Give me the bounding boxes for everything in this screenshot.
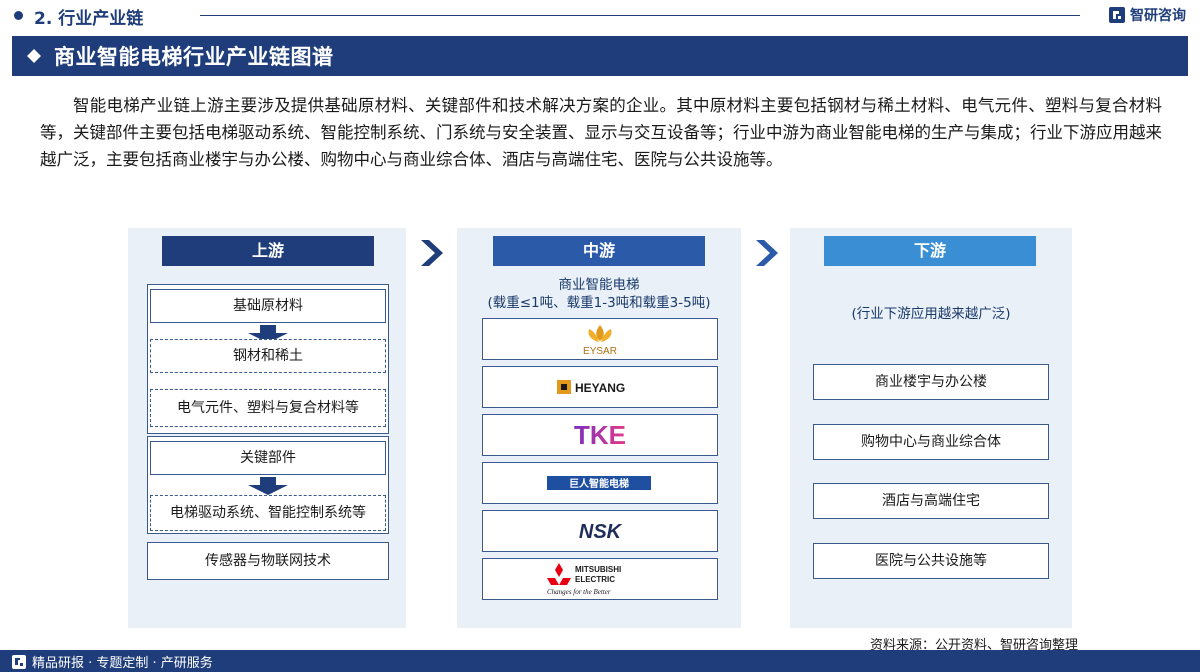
logo-heyang: HEYANG <box>482 366 718 408</box>
raw-material-item: 钢材和稀土 <box>150 339 386 373</box>
brand-mark-icon <box>12 654 26 669</box>
raw-materials-group: 基础原材料 钢材和稀土 电气元件、塑料与复合材料等 <box>147 284 389 434</box>
title-banner: 商业智能电梯行业产业链图谱 <box>12 36 1188 76</box>
svg-text:MITSUBISHI: MITSUBISHI <box>575 565 621 574</box>
svg-text:巨人智能电梯: 巨人智能电梯 <box>569 477 629 490</box>
section-divider <box>200 15 1080 16</box>
page-title: 商业智能电梯行业产业链图谱 <box>54 45 334 69</box>
logo-eysar: EYSAR <box>482 318 718 360</box>
midstream-header: 中游 <box>493 236 705 266</box>
logo-giant: 巨人智能电梯 <box>482 462 718 504</box>
flow-arrow-icon <box>415 238 445 268</box>
logo-nsk: NSK <box>482 510 718 552</box>
brand: 智研咨询 <box>1108 5 1186 25</box>
eysar-logo-icon: EYSAR <box>583 325 617 357</box>
flow-arrow-icon <box>750 238 780 268</box>
footer-bar: 精品研报 · 专题定制 · 产研服务 <box>0 650 1200 672</box>
down-arrow-icon <box>248 325 288 343</box>
heyang-logo-icon: HEYANG <box>557 380 625 395</box>
mitsubishi-logo-icon: MITSUBISHI ELECTRIC Changes for the Bett… <box>547 563 621 596</box>
nsk-logo-icon: NSK <box>579 521 623 542</box>
source-note: 资料来源：公开资料、智研咨询整理 <box>870 638 1079 653</box>
footer-tagline: 精品研报 · 专题定制 · 产研服务 <box>32 656 213 671</box>
section-bullet-icon <box>14 11 23 20</box>
section-header: 2. 行业产业链 智研咨询 <box>0 0 1200 30</box>
logo-tke: TKE <box>482 414 718 456</box>
svg-text:EYSAR: EYSAR <box>583 346 617 357</box>
svg-text:NSK: NSK <box>579 521 623 542</box>
brand-logo-icon <box>1109 7 1125 23</box>
downstream-panel: 下游 (行业下游应用越来越广泛) 商业楼宇与办公楼 购物中心与商业综合体 酒店与… <box>790 228 1072 628</box>
svg-text:Changes for the Better: Changes for the Better <box>547 588 611 596</box>
midstream-label: 商业智能电梯 (载重≤1吨、载重1-3吨和载重3-5吨) <box>467 276 731 312</box>
tke-logo-icon: TKE <box>574 421 626 449</box>
upstream-panel: 上游 基础原材料 钢材和稀土 电气元件、塑料与复合材料等 关键部件 电梯驱动系统… <box>128 228 406 628</box>
svg-text:TKE: TKE <box>574 421 626 449</box>
raw-materials-title: 基础原材料 <box>150 289 386 323</box>
product-name: 商业智能电梯 <box>558 277 640 293</box>
down-arrow-icon <box>248 477 288 495</box>
section-title: 2. 行业产业链 <box>34 9 144 29</box>
downstream-item: 商业楼宇与办公楼 <box>813 364 1049 400</box>
downstream-item: 医院与公共设施等 <box>813 543 1049 579</box>
svg-text:HEYANG: HEYANG <box>575 381 625 395</box>
raw-material-item: 电气元件、塑料与复合材料等 <box>150 389 386 427</box>
product-spec: (载重≤1吨、载重1-3吨和载重3-5吨) <box>487 295 711 311</box>
key-component-item: 电梯驱动系统、智能控制系统等 <box>150 495 386 531</box>
downstream-note: (行业下游应用越来越广泛) <box>851 306 1011 322</box>
upstream-header: 上游 <box>162 236 374 266</box>
downstream-header: 下游 <box>824 236 1036 266</box>
midstream-panel: 中游 商业智能电梯 (载重≤1吨、载重1-3吨和载重3-5吨) EYSAR HE… <box>457 228 741 628</box>
giant-logo-icon: 巨人智能电梯 <box>547 476 651 490</box>
brand-name: 智研咨询 <box>1130 8 1186 24</box>
downstream-item: 酒店与高端住宅 <box>813 483 1049 519</box>
logo-mitsubishi: MITSUBISHI ELECTRIC Changes for the Bett… <box>482 558 718 600</box>
key-components-title: 关键部件 <box>150 441 386 475</box>
downstream-item: 购物中心与商业综合体 <box>813 424 1049 460</box>
diamond-icon <box>27 49 41 63</box>
tech-item: 传感器与物联网技术 <box>147 542 389 580</box>
intro-paragraph: 智能电梯产业链上游主要涉及提供基础原材料、关键部件和技术解决方案的企业。其中原材… <box>40 96 1162 169</box>
key-components-group: 关键部件 电梯驱动系统、智能控制系统等 <box>147 436 389 534</box>
svg-text:ELECTRIC: ELECTRIC <box>575 575 615 584</box>
